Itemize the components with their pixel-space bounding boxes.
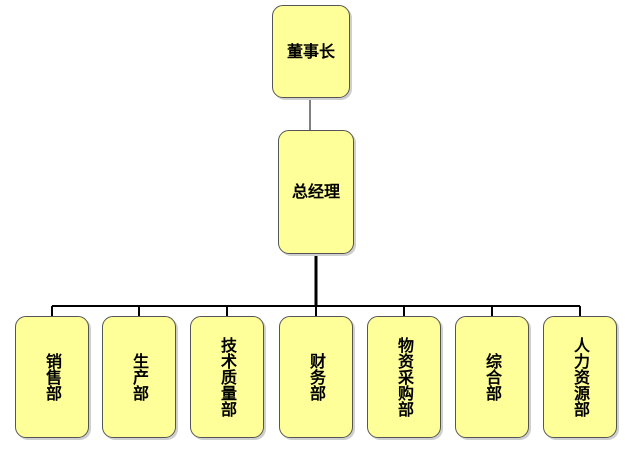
node-general-manager-label: 总经理 [291, 182, 340, 201]
dept-label: 财务部 [307, 353, 326, 401]
node-general-manager: 总经理 [278, 130, 354, 254]
node-dept-general-affairs: 综合部 [455, 316, 529, 438]
node-dept-tech-quality: 技术质量部 [190, 316, 264, 438]
dept-label: 销售部 [43, 353, 62, 401]
dept-label: 技术质量部 [218, 337, 237, 417]
dept-label: 综合部 [483, 353, 502, 401]
node-dept-human-resources: 人力资源部 [543, 316, 617, 438]
node-dept-sales: 销售部 [15, 316, 89, 438]
dept-label: 人力资源部 [571, 337, 590, 417]
node-chairman-label: 董事长 [286, 41, 335, 61]
node-chairman: 董事长 [272, 5, 350, 98]
dept-label: 物资采购部 [395, 337, 414, 417]
node-dept-procurement: 物资采购部 [367, 316, 441, 438]
dept-label: 生产部 [130, 353, 149, 401]
node-dept-finance: 财务部 [279, 316, 353, 438]
node-dept-production: 生产部 [102, 316, 176, 438]
